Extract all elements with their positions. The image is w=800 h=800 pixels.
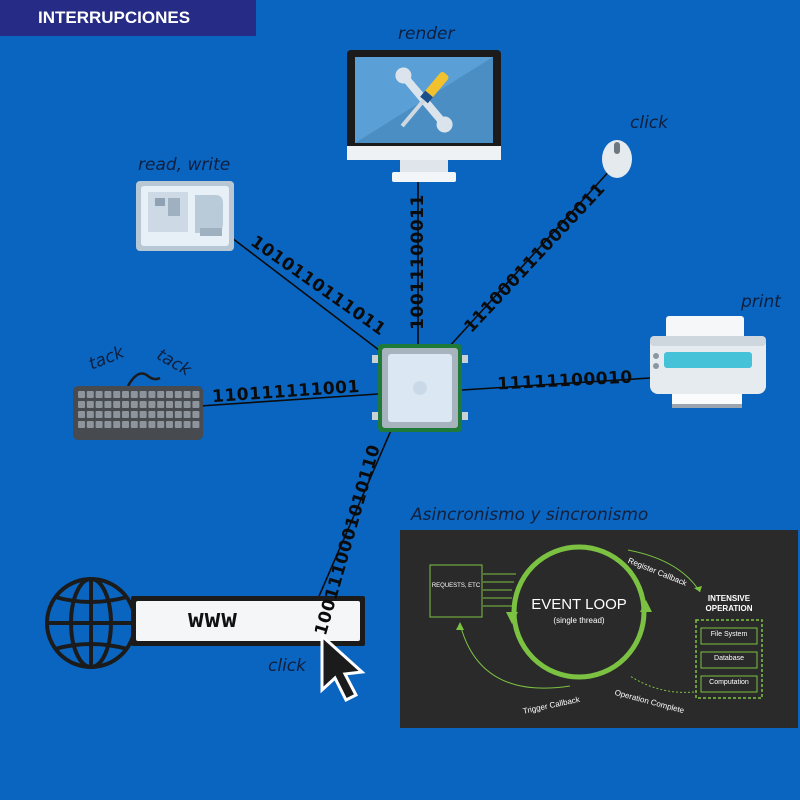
keyboard-key bbox=[95, 411, 103, 418]
title-text: INTERRUPCIONES bbox=[38, 8, 191, 27]
keyboard-key bbox=[183, 421, 191, 428]
operation-computation: Computation bbox=[709, 679, 749, 686]
keyboard-key bbox=[95, 391, 103, 398]
url-text: www bbox=[188, 604, 238, 634]
keyboard-key bbox=[192, 421, 200, 428]
keyboard-key bbox=[148, 391, 156, 398]
keyboard-key bbox=[78, 401, 85, 408]
cursor-icon bbox=[320, 632, 366, 703]
keyboard-key bbox=[166, 421, 173, 428]
keyboard-key bbox=[183, 401, 191, 408]
keyboard-key bbox=[174, 421, 182, 428]
keyboard-key bbox=[95, 421, 103, 428]
keyboard-key bbox=[157, 391, 165, 398]
keyboard-key bbox=[139, 421, 147, 428]
keyboard-key bbox=[139, 411, 147, 418]
keyboard-key bbox=[130, 391, 138, 398]
keyboard-key bbox=[166, 401, 173, 408]
monitor-icon bbox=[347, 50, 501, 182]
keyboard-key bbox=[122, 401, 129, 408]
keyboard-key bbox=[183, 391, 191, 398]
keyboard-key bbox=[148, 411, 156, 418]
keyboard-key bbox=[192, 401, 200, 408]
operation-file-system: File System bbox=[710, 631, 748, 638]
keyboard-key bbox=[104, 391, 112, 398]
keyboard-key bbox=[95, 401, 103, 408]
keyboard-key bbox=[122, 421, 129, 428]
operation-database: Database bbox=[714, 655, 744, 662]
keyboard-key bbox=[104, 401, 112, 408]
line-keyboard-cpu bbox=[199, 393, 379, 407]
keyboard-key bbox=[166, 391, 173, 398]
keyboard-key bbox=[122, 411, 129, 418]
url-bar bbox=[131, 596, 365, 646]
keyboard-key bbox=[174, 401, 182, 408]
keyboard-key bbox=[157, 401, 165, 408]
requests-label: REQUESTS, ETC bbox=[431, 583, 481, 589]
intensive-operation-label: INTENSIVE OPERATION bbox=[705, 594, 753, 613]
keyboard-key bbox=[192, 411, 200, 418]
keyboard-key bbox=[113, 421, 121, 428]
hard-disk-icon bbox=[136, 181, 234, 251]
line-mouse-cpu bbox=[447, 167, 613, 349]
keyboard-key bbox=[86, 391, 94, 398]
keyboard-key bbox=[130, 401, 138, 408]
keyboard-key bbox=[157, 411, 165, 418]
keyboard-key bbox=[139, 391, 147, 398]
keyboard-key bbox=[183, 411, 191, 418]
keyboard-key bbox=[148, 401, 156, 408]
keyboard-key bbox=[104, 411, 112, 418]
hard-disk-caption: read, write bbox=[138, 155, 231, 175]
keyboard-key bbox=[104, 421, 112, 428]
keyboard-key bbox=[130, 421, 138, 428]
line-disk-cpu bbox=[231, 237, 393, 361]
keyboard-key bbox=[174, 391, 182, 398]
keyboard-key bbox=[157, 421, 165, 428]
event-loop-subtitle: (single thread) bbox=[553, 616, 605, 625]
keyboard-key bbox=[78, 411, 85, 418]
printer-icon bbox=[650, 316, 766, 408]
globe-icon bbox=[45, 577, 137, 669]
event-loop-caption: Asincronismo y sincronismo bbox=[411, 505, 649, 525]
signal-monitor: 10011100011 bbox=[408, 194, 428, 330]
printer-caption: print bbox=[741, 292, 781, 312]
line-printer-cpu bbox=[461, 377, 651, 391]
browser-caption: click bbox=[268, 656, 306, 676]
keyboard-key bbox=[139, 401, 147, 408]
keyboard-key bbox=[148, 421, 156, 428]
keyboard-key bbox=[86, 411, 94, 418]
event-loop-title: EVENT LOOP bbox=[531, 596, 627, 613]
keyboard-key bbox=[78, 421, 85, 428]
keyboard-key bbox=[86, 401, 94, 408]
title-banner: INTERRUPCIONES bbox=[0, 0, 256, 36]
monitor-caption: render bbox=[398, 24, 455, 44]
keyboard-key bbox=[113, 401, 121, 408]
keyboard-key bbox=[166, 411, 173, 418]
keyboard-key bbox=[113, 411, 121, 418]
event-loop-panel bbox=[400, 530, 798, 728]
mouse-icon bbox=[602, 140, 632, 178]
keyboard-key bbox=[86, 421, 94, 428]
keyboard-icon bbox=[73, 372, 203, 440]
keyboard-key bbox=[130, 411, 138, 418]
keyboard-key bbox=[192, 391, 200, 398]
keyboard-key bbox=[78, 391, 85, 398]
keyboard-key bbox=[122, 391, 129, 398]
keyboard-key bbox=[174, 411, 182, 418]
mouse-caption: click bbox=[630, 113, 668, 133]
cpu-chip-icon bbox=[372, 344, 468, 432]
keyboard-key bbox=[113, 391, 121, 398]
